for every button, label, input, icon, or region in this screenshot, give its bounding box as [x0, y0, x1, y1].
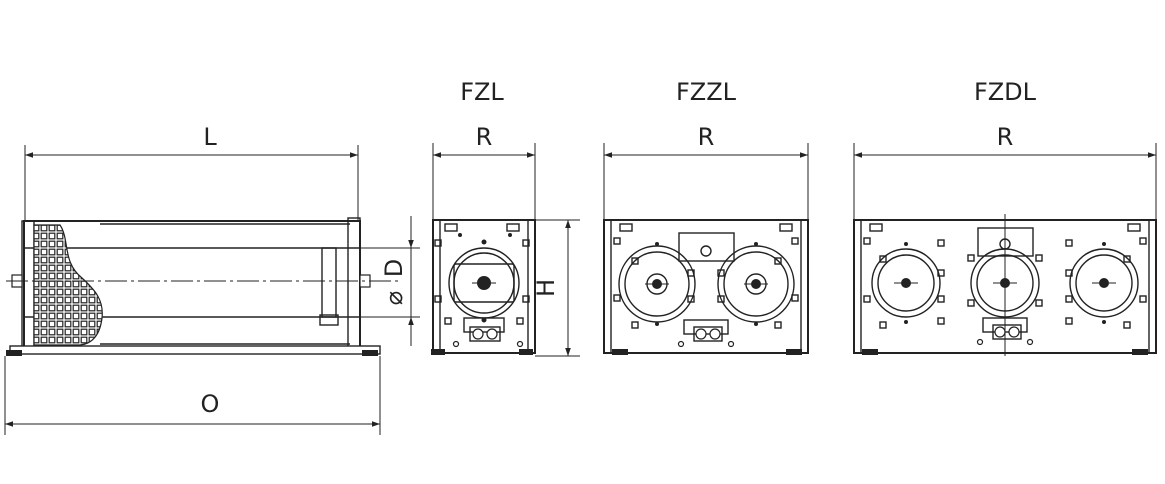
side-view: L — [4, 123, 420, 435]
fzl-model-label: FZL — [460, 78, 504, 106]
fan-housing — [6, 217, 400, 356]
fzzl-width-label: R — [698, 123, 715, 151]
fzzl-view: FZZL R — [603, 78, 809, 355]
diameter-symbol: ⌀ — [380, 291, 408, 305]
length-label: L — [203, 123, 217, 151]
length-dimension: L — [24, 123, 359, 222]
fzdl-model-label: FZDL — [974, 78, 1037, 106]
diameter-label: D — [380, 259, 408, 277]
fzl-view: FZL R — [431, 78, 580, 357]
fzdl-view: FZDL R — [853, 78, 1157, 356]
fzdl-width-label: R — [997, 123, 1014, 151]
fzl-width-label: R — [476, 123, 493, 151]
diameter-dimension: ⌀ D — [360, 216, 420, 346]
overall-label: O — [201, 390, 220, 418]
fzzl-model-label: FZZL — [676, 78, 737, 106]
overall-dimension: O — [4, 356, 381, 435]
fzl-height-label: H — [532, 279, 560, 297]
